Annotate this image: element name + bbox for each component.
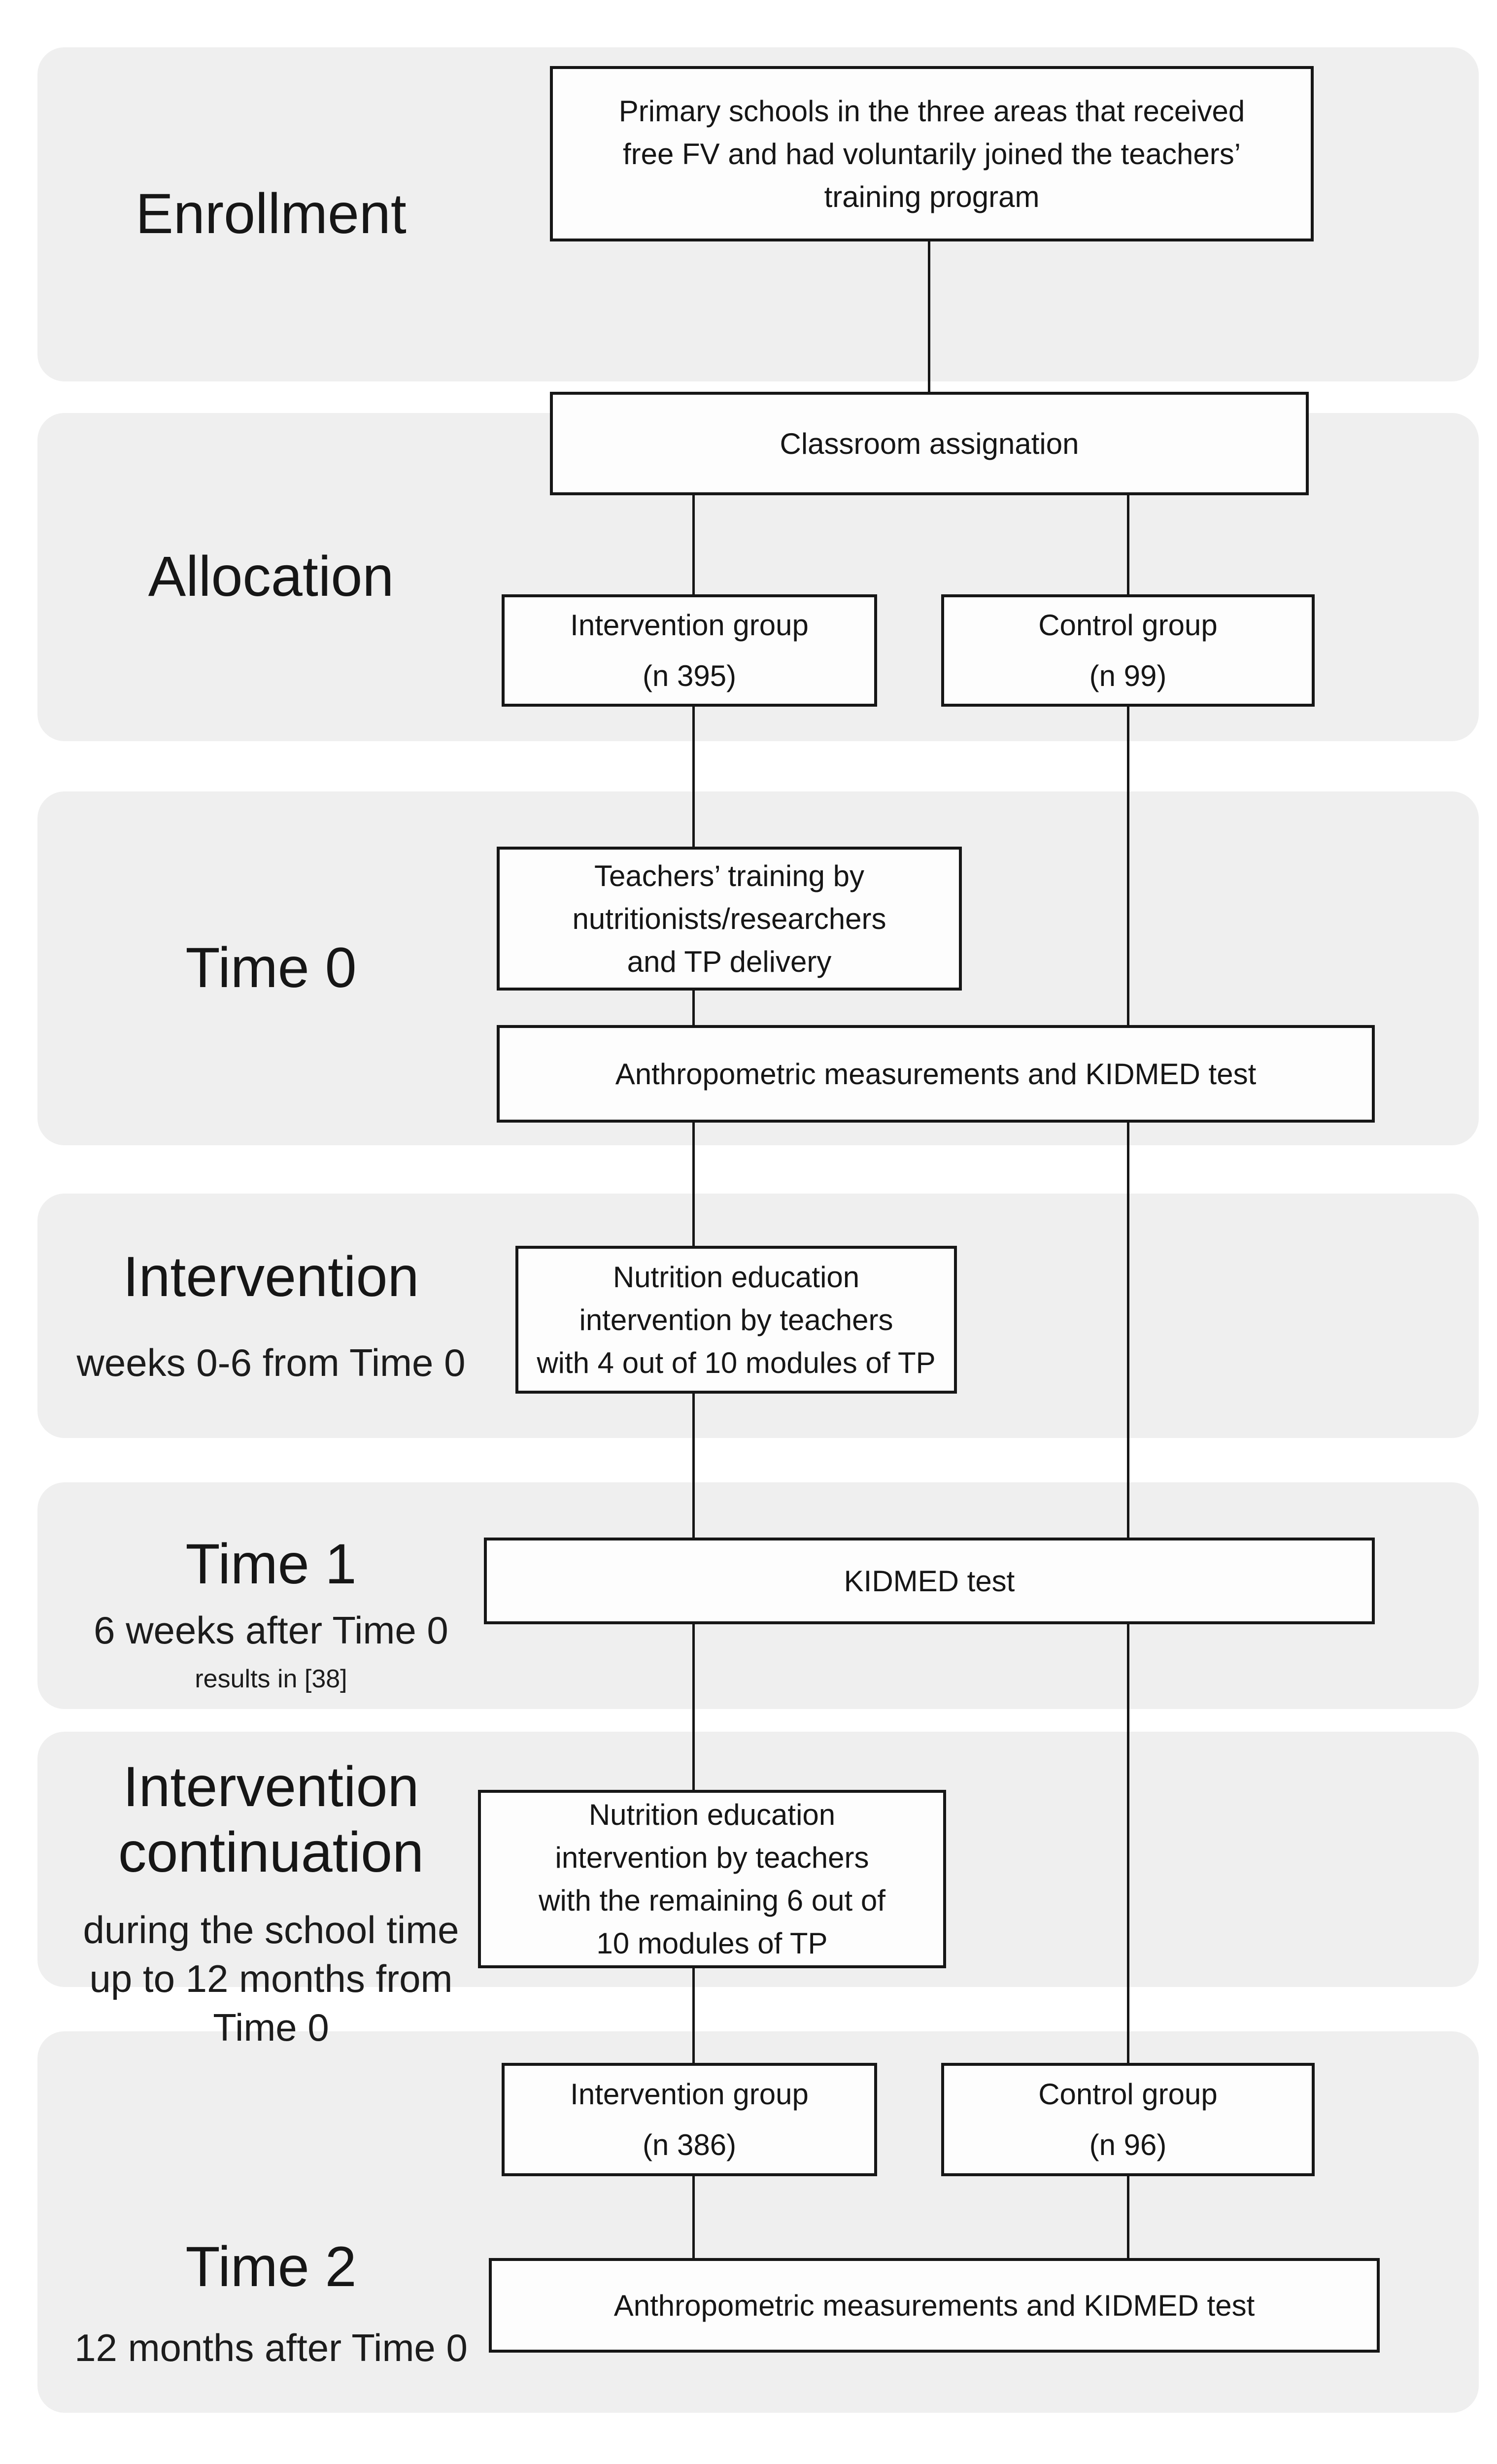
box-kidmed-test-t1: KIDMED test xyxy=(484,1538,1375,1624)
connector-intervention-rail-5 xyxy=(692,1624,695,1790)
time-1-subtitle: 6 weeks after Time 0 xyxy=(94,1608,448,1652)
box-text-line: Anthropometric measurements and KIDMED t… xyxy=(613,2289,1255,2322)
section-label-time-2: Time 2 12 months after Time 0 xyxy=(39,2031,503,2413)
connector-intervention-rail-7 xyxy=(692,2176,695,2258)
connector-control-rail-1 xyxy=(1127,707,1129,1025)
box-text-line: Intervention group xyxy=(570,2078,809,2111)
box-text-line: 10 modules of TP xyxy=(596,1927,828,1960)
box-text-line: (n 99) xyxy=(1089,659,1167,692)
box-text-line: Nutrition education xyxy=(612,1260,860,1294)
box-anthropometric-kidmed-t2: Anthropometric measurements and KIDMED t… xyxy=(489,2258,1380,2353)
box-text-line: Anthropometric measurements and KIDMED t… xyxy=(615,1057,1257,1091)
box-text-line: nutritionists/researchers xyxy=(572,902,886,935)
box-anthropometric-kidmed-t0: Anthropometric measurements and KIDMED t… xyxy=(497,1025,1375,1123)
box-teachers-training: Teachers’ training by nutritionists/rese… xyxy=(497,847,962,991)
section-label-allocation: Allocation xyxy=(39,413,503,741)
time-2-subtitle: 12 months after Time 0 xyxy=(74,2326,468,2370)
box-text-line: and TP delivery xyxy=(627,945,832,978)
connector-intervention-rail-2 xyxy=(692,991,695,1025)
box-text-line: Primary schools in the three areas that … xyxy=(618,94,1245,128)
box-intervention-group-allocation: Intervention group (n 395) xyxy=(502,594,877,707)
box-text-line: with 4 out of 10 modules of TP xyxy=(537,1346,936,1379)
connector-classroom-to-control-group xyxy=(1127,495,1129,594)
section-label-time-1: Time 1 6 weeks after Time 0 results in [… xyxy=(39,1482,503,1709)
allocation-title: Allocation xyxy=(148,545,394,609)
box-classroom-assignation: Classroom assignation xyxy=(550,392,1309,495)
time-2-title: Time 2 xyxy=(185,2235,357,2298)
box-text-line: KIDMED test xyxy=(844,1564,1015,1598)
box-text-line: training program xyxy=(824,180,1040,213)
connector-intervention-rail-4 xyxy=(692,1394,695,1538)
section-label-time-0: Time 0 xyxy=(39,791,503,1145)
time-1-note: results in [38] xyxy=(195,1665,347,1694)
connector-enrollment-to-classroom xyxy=(928,241,930,392)
box-text-line: free FV and had voluntarily joined the t… xyxy=(622,137,1241,171)
connector-intervention-rail-1 xyxy=(692,707,695,847)
connector-control-rail-3 xyxy=(1127,1624,1129,2063)
section-label-intervention: Intervention weeks 0-6 from Time 0 xyxy=(39,1194,503,1438)
box-text-line: Control group xyxy=(1038,609,1218,642)
box-nutrition-intervention-2: Nutrition education intervention by teac… xyxy=(478,1790,946,1968)
enrollment-title: Enrollment xyxy=(136,182,407,246)
time-0-title: Time 0 xyxy=(185,936,357,1000)
time-1-title: Time 1 xyxy=(185,1532,357,1596)
box-text-line: Classroom assignation xyxy=(780,427,1079,460)
box-text-line: Control group xyxy=(1038,2078,1218,2111)
box-text-line: Nutrition education xyxy=(588,1798,836,1831)
box-control-group-t2: Control group (n 96) xyxy=(941,2063,1315,2176)
box-text-line: Teachers’ training by xyxy=(594,859,865,892)
connector-control-rail-2 xyxy=(1127,1123,1129,1538)
connector-intervention-rail-6 xyxy=(692,1968,695,2063)
box-text-line: with the remaining 6 out of xyxy=(539,1884,885,1917)
box-text-line: (n 395) xyxy=(642,659,737,692)
connector-intervention-rail-3 xyxy=(692,1123,695,1246)
box-intervention-group-t2: Intervention group (n 386) xyxy=(502,2063,877,2176)
section-label-enrollment: Enrollment xyxy=(39,47,503,381)
intervention-subtitle: weeks 0-6 from Time 0 xyxy=(76,1341,466,1385)
section-label-intervention-continuation: Intervention continuation during the sch… xyxy=(39,1754,503,2052)
box-text-line: intervention by teachers xyxy=(555,1841,869,1874)
box-text-line: (n 386) xyxy=(642,2128,737,2161)
intervention-title: Intervention xyxy=(123,1245,419,1308)
connector-classroom-to-intervention-group xyxy=(692,495,695,594)
box-nutrition-intervention-1: Nutrition education intervention by teac… xyxy=(515,1246,957,1394)
box-text-line: Intervention group xyxy=(570,609,809,642)
box-enrolled-schools: Primary schools in the three areas that … xyxy=(550,66,1314,241)
box-control-group-allocation: Control group (n 99) xyxy=(941,594,1315,707)
intervention-continuation-subtitle: during the school time up to 12 months f… xyxy=(83,1908,459,2049)
box-text-line: intervention by teachers xyxy=(579,1303,893,1336)
connector-control-rail-4 xyxy=(1127,2176,1129,2258)
box-text-line: (n 96) xyxy=(1089,2128,1167,2161)
intervention-continuation-title: Intervention continuation xyxy=(118,1755,424,1884)
